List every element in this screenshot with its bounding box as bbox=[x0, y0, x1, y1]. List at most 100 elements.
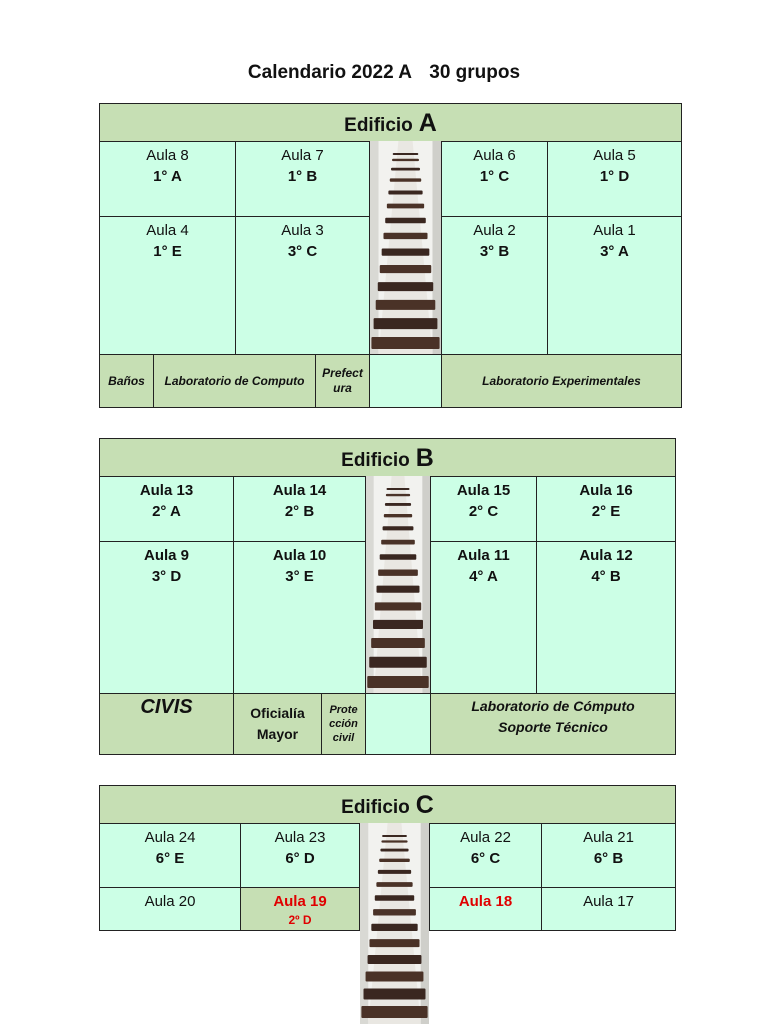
room-aula-16: Aula 16 2° E bbox=[536, 476, 676, 542]
room-name: Aula 23 bbox=[274, 829, 326, 846]
room-aula-21: Aula 21 6° B bbox=[541, 823, 676, 888]
edificio-label: Edificio bbox=[344, 115, 413, 136]
lab-computo-label: Laboratorio de Computo bbox=[164, 373, 305, 388]
lab-computo-a: Laboratorio de Computo bbox=[153, 354, 316, 408]
edificio-letter: B bbox=[415, 444, 434, 472]
room-aula-6: Aula 6 1° C bbox=[441, 141, 548, 217]
room-group: 3° E bbox=[285, 568, 314, 585]
banos-label: Baños bbox=[108, 373, 145, 388]
room-name: Aula 2 bbox=[473, 222, 516, 239]
room-aula-11: Aula 11 4° A bbox=[430, 541, 537, 694]
civis-label: CIVIS bbox=[140, 696, 193, 718]
room-group: 6° C bbox=[470, 850, 501, 867]
oficialia-mayor: Oficialía Mayor bbox=[233, 693, 322, 755]
room-name: Aula 22 bbox=[460, 829, 511, 846]
room-group: 6° B bbox=[593, 850, 624, 867]
room-group: 3° D bbox=[151, 568, 182, 585]
room-aula-3: Aula 3 3° C bbox=[235, 216, 370, 355]
room-aula-2: Aula 2 3° B bbox=[441, 216, 548, 355]
room-name: Aula 18 bbox=[458, 893, 513, 910]
prefectura: Prefect ura bbox=[315, 354, 370, 408]
prefectura-label-1: Prefect bbox=[322, 366, 363, 380]
stair-landing-a bbox=[369, 354, 442, 408]
page-title: Calendario 2022 A 30 grupos bbox=[0, 62, 768, 84]
room-name: Aula 9 bbox=[143, 547, 189, 564]
stair-landing-b bbox=[365, 693, 431, 755]
room-aula-1: Aula 1 3° A bbox=[547, 216, 682, 355]
room-name: Aula 16 bbox=[579, 482, 633, 499]
room-name: Aula 14 bbox=[272, 482, 327, 499]
room-group: 6° E bbox=[155, 850, 185, 867]
room-aula-18: Aula 18 bbox=[429, 887, 542, 931]
room-name: Aula 12 bbox=[579, 547, 633, 564]
room-aula-7: Aula 7 1° B bbox=[235, 141, 370, 217]
room-group: 1° E bbox=[153, 243, 182, 260]
room-group: 1° B bbox=[287, 168, 318, 185]
room-group: 3° C bbox=[287, 243, 318, 260]
room-name: Aula 3 bbox=[281, 222, 324, 239]
room-aula-4: Aula 4 1° E bbox=[99, 216, 236, 355]
room-name: Aula 10 bbox=[272, 547, 327, 564]
banos: Baños bbox=[99, 354, 154, 408]
proteccion-label-3: civil bbox=[332, 732, 355, 744]
room-group: 3° A bbox=[600, 243, 629, 260]
oficialia-label-1: Oficialía bbox=[250, 705, 305, 721]
proteccion-civil: Prote cción civil bbox=[321, 693, 366, 755]
room-name: Aula 13 bbox=[139, 482, 194, 499]
room-aula-12: Aula 12 4° B bbox=[536, 541, 676, 694]
lab-experimentales-label: Laboratorio Experimentales bbox=[482, 373, 641, 388]
edificio-label: Edificio bbox=[341, 450, 410, 471]
room-name: Aula 17 bbox=[583, 893, 634, 910]
room-name: Aula 20 bbox=[144, 893, 196, 910]
room-group: 1° C bbox=[479, 168, 510, 185]
room-aula-15: Aula 15 2° C bbox=[430, 476, 537, 542]
edificio-letter: A bbox=[418, 109, 437, 137]
room-name: Aula 11 bbox=[457, 547, 510, 564]
prefectura-label-2: ura bbox=[333, 381, 352, 395]
room-name: Aula 6 bbox=[473, 147, 516, 164]
room-group: 2° A bbox=[152, 503, 181, 520]
room-name: Aula 5 bbox=[593, 147, 636, 164]
room-group: 2° C bbox=[468, 503, 499, 520]
room-group: 1° A bbox=[153, 168, 182, 185]
room-aula-8: Aula 8 1° A bbox=[99, 141, 236, 217]
lab-computo-label: Laboratorio de Cómputo bbox=[471, 698, 635, 714]
title-groups: 30 grupos bbox=[429, 62, 521, 83]
lab-experimentales: Laboratorio Experimentales bbox=[441, 354, 682, 408]
room-group: 4° B bbox=[591, 568, 621, 585]
proteccion-label-2: cción bbox=[329, 718, 358, 730]
room-group: 4° A bbox=[469, 568, 498, 585]
title-main: Calendario 2022 A bbox=[247, 62, 412, 83]
room-aula-17: Aula 17 bbox=[541, 887, 676, 931]
room-name: Aula 15 bbox=[456, 482, 511, 499]
room-group: 3° B bbox=[479, 243, 510, 260]
room-name: Aula 1 bbox=[593, 222, 636, 239]
room-group: 1° D bbox=[599, 168, 630, 185]
soporte-tecnico-label: Soporte Técnico bbox=[498, 719, 608, 735]
room-name: Aula 7 bbox=[281, 147, 324, 164]
staircase-image-c bbox=[360, 823, 429, 1024]
room-aula-5: Aula 5 1° D bbox=[547, 141, 682, 217]
room-name: Aula 19 bbox=[273, 893, 327, 910]
staircase-drawing bbox=[360, 823, 429, 1024]
room-name: Aula 8 bbox=[146, 147, 189, 164]
room-name: Aula 4 bbox=[146, 222, 189, 239]
room-group: 2° B bbox=[284, 503, 315, 520]
staircase-image-b bbox=[366, 476, 430, 694]
room-aula-24: Aula 24 6° E bbox=[99, 823, 241, 888]
room-aula-20: Aula 20 bbox=[99, 887, 241, 931]
proteccion-label-1: Prote bbox=[329, 704, 358, 716]
room-name: Aula 21 bbox=[583, 829, 634, 846]
room-aula-9: Aula 9 3° D bbox=[99, 541, 234, 694]
room-name: Aula 24 bbox=[144, 829, 196, 846]
edificio-label: Edificio bbox=[341, 797, 410, 818]
oficialia-label-2: Mayor bbox=[256, 726, 299, 742]
lab-computo-soporte: Laboratorio de Cómputo Soporte Técnico bbox=[430, 693, 676, 755]
room-aula-13: Aula 13 2° A bbox=[99, 476, 234, 542]
staircase-image-a bbox=[370, 141, 441, 355]
room-aula-14: Aula 14 2° B bbox=[233, 476, 366, 542]
room-aula-22: Aula 22 6° C bbox=[429, 823, 542, 888]
